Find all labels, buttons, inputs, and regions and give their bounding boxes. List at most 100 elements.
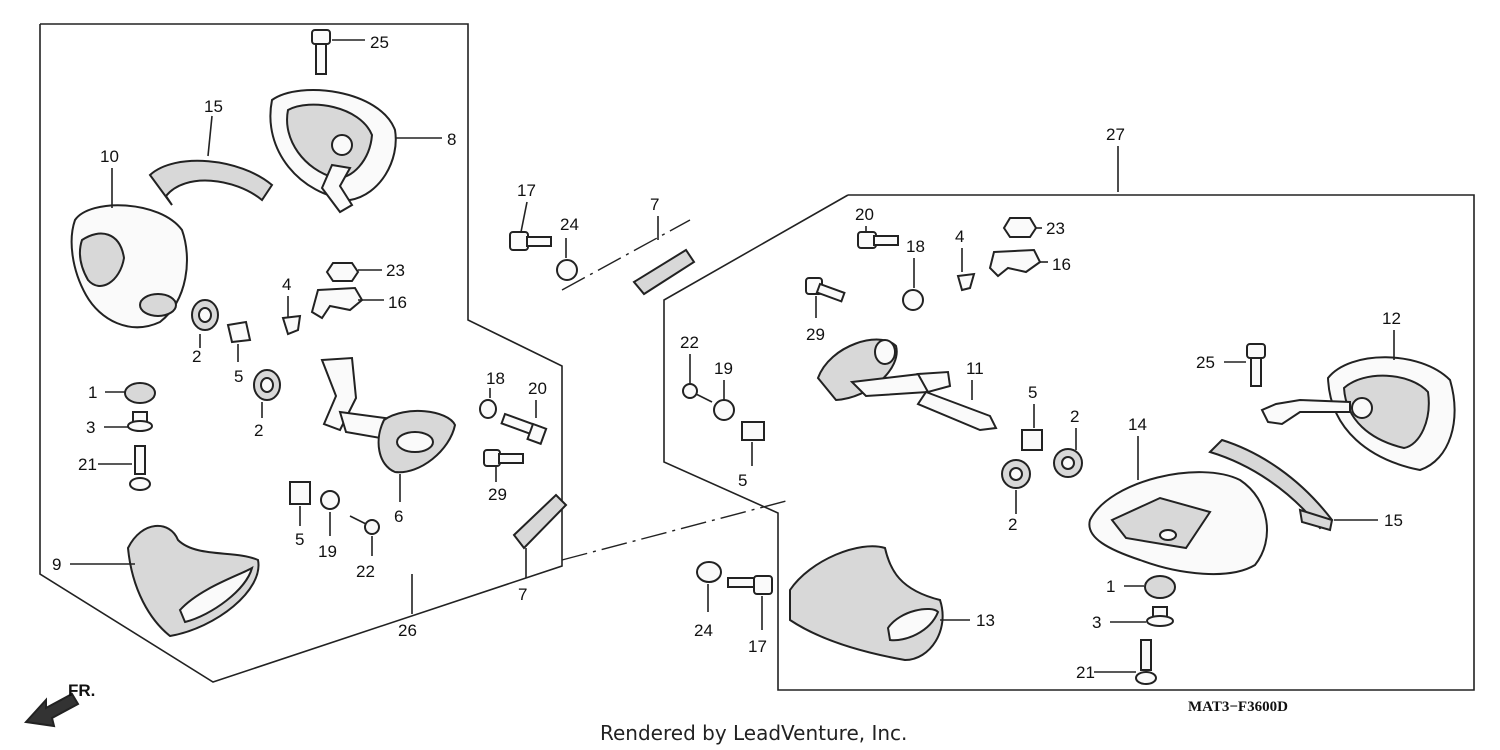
left-callout-10: 10 [100, 147, 119, 166]
part-nut-23-left [325, 262, 360, 282]
diagram-code: MAT3−F3600D [1188, 699, 1288, 715]
right-callout-23: 23 [1046, 219, 1065, 238]
left-callout-16: 16 [388, 293, 407, 312]
left-callout-18: 18 [486, 369, 505, 388]
front-arrow: FR. [23, 681, 95, 728]
front-arrow-label: FR. [68, 681, 95, 700]
left-callout-8: 8 [447, 130, 456, 149]
part-collar-5a-left [226, 320, 252, 344]
part-bolt-25-right [1246, 343, 1266, 387]
part-housing-8 [269, 89, 397, 214]
left-callout-20: 20 [528, 379, 547, 398]
part-boot-9 [126, 524, 260, 638]
right-callout-3: 3 [1092, 613, 1101, 632]
part-grommet-1-left [124, 382, 156, 404]
right-callout-24: 24 [694, 621, 713, 640]
part-pivot-base-6 [320, 356, 457, 474]
centerline-lower [561, 499, 791, 561]
part-bracket-16-left [310, 286, 364, 320]
right-callout-15: 15 [1384, 511, 1403, 530]
part-pad-7-right [632, 248, 696, 296]
right-callout-2: 2 [1070, 407, 1079, 426]
part-grommet-2b-left [253, 369, 281, 401]
part-washer-24-left [556, 259, 578, 281]
part-screw-22-right [682, 383, 713, 403]
part-washer-18-left [479, 399, 497, 419]
part-bolt-17-left [509, 231, 552, 251]
left-callout-1: 1 [88, 383, 97, 402]
right-callout-12: 12 [1382, 309, 1401, 328]
right-callout-18: 18 [906, 237, 925, 256]
right-callout-14: 14 [1128, 415, 1147, 434]
part-washer-19-right [713, 399, 735, 421]
part-trim-15-right [1208, 438, 1334, 532]
right-callout-20: 20 [855, 205, 874, 224]
part-washer-18-right [902, 289, 924, 311]
part-nut-23-right [1002, 217, 1038, 238]
part-bolt-25-left [311, 29, 331, 75]
assembly-outline-left [39, 23, 563, 683]
right-callout-5: 5 [1028, 383, 1037, 402]
left-callout-22: 22 [356, 562, 375, 581]
left-callout-7: 7 [650, 195, 659, 214]
left-callout-21: 21 [78, 455, 97, 474]
right-callout-16: 16 [1052, 255, 1071, 274]
right-callout-29: 29 [806, 325, 825, 344]
part-washer-3-right [1146, 606, 1174, 627]
left-callout-23: 23 [386, 261, 405, 280]
left-leader-1 [207, 115, 213, 157]
right-callout-11: 11 [966, 359, 984, 378]
part-pad-7-left [512, 493, 568, 550]
left-callout-4: 4 [282, 275, 291, 294]
left-callout-15: 15 [204, 97, 223, 116]
part-grommet-2a-right [1053, 448, 1083, 478]
part-pivot-arm-11 [816, 338, 998, 432]
left-callout-26: 26 [398, 621, 417, 640]
part-collar-5a-right [741, 421, 765, 441]
left-leader-21 [520, 201, 528, 233]
part-washer-19-left [320, 490, 340, 510]
left-callout-25: 25 [370, 33, 389, 52]
part-bolt-29-right [805, 277, 846, 303]
right-callout-13: 13 [976, 611, 995, 630]
left-callout-9: 9 [52, 555, 61, 574]
part-clip-4-left [281, 314, 302, 336]
part-washer-3-left [127, 411, 153, 432]
part-collar-5b-right [1021, 429, 1043, 451]
right-callout-1: 1 [1106, 577, 1115, 596]
part-cover-14 [1088, 471, 1268, 576]
part-bolt-20-right [857, 231, 899, 249]
part-screw-22-left [349, 515, 380, 535]
right-callout-21: 21 [1076, 663, 1095, 682]
part-trim-15-left [148, 159, 274, 206]
part-cover-10 [70, 204, 188, 329]
right-callout-27: 27 [1106, 125, 1125, 144]
left-callout-5: 5 [234, 367, 243, 386]
left-callout-5: 5 [295, 530, 304, 549]
part-housing-12 [1260, 356, 1456, 472]
left-callout-24: 24 [560, 215, 579, 234]
part-grommet-2a-left [191, 299, 219, 331]
left-callout-7: 7 [518, 585, 527, 604]
callout-layer: 2515810231642521321951922618202917247726… [52, 33, 1403, 682]
right-callout-5: 5 [738, 471, 747, 490]
left-callout-3: 3 [86, 418, 95, 437]
part-collar-5b-left [289, 481, 311, 505]
left-callout-2: 2 [254, 421, 263, 440]
right-callout-4: 4 [955, 227, 964, 246]
part-screw-21-left [129, 445, 151, 491]
right-callout-25: 25 [1196, 353, 1215, 372]
part-screw-21-right [1135, 639, 1157, 685]
left-callout-29: 29 [488, 485, 507, 504]
left-callout-6: 6 [394, 507, 403, 526]
right-callout-17: 17 [748, 637, 767, 656]
part-grommet-2b-right [1001, 459, 1031, 489]
left-callout-2: 2 [192, 347, 201, 366]
centerline-upper [561, 219, 691, 291]
assembly-outline-right [663, 194, 1475, 691]
part-washer-24-right [696, 561, 722, 583]
right-callout-22: 22 [680, 333, 699, 352]
part-clip-4-right [956, 272, 976, 292]
